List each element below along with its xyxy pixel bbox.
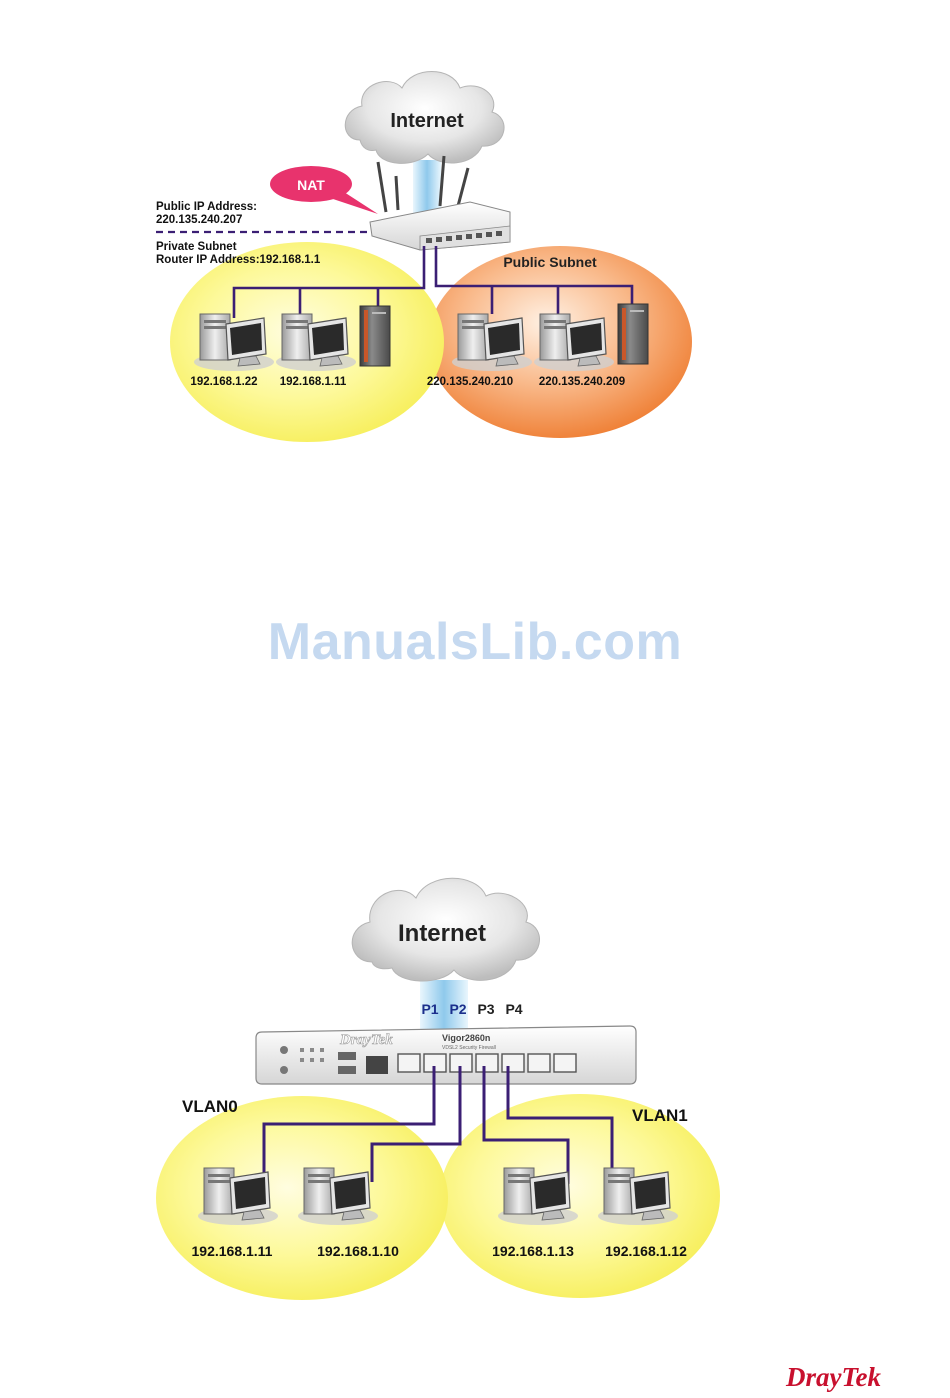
server-icon [617,303,649,365]
public-ip-label: Public IP Address: [156,201,257,213]
workstation-icon [275,313,357,372]
vlan-cables [262,1066,614,1184]
workstation-icon [193,313,275,372]
vlan0-label: VLAN0 [182,1097,238,1116]
workstation-icon [297,1167,379,1226]
workstation-icon [497,1167,579,1226]
diagram-nat: Internet NAT Public IP Address: 220.135.… [156,71,692,442]
router-ip-label: Router IP Address:192.168.1.1 [156,254,321,266]
public-ip-value: 220.135.240.207 [156,214,242,226]
port-label-p3: P3 [477,1001,494,1017]
router-icon [369,155,511,251]
nat-bubble-icon [270,166,378,214]
vlan1-zone [440,1094,720,1298]
host-ip-label: 192.168.1.13 [492,1243,574,1259]
port-label-p4: P4 [505,1001,522,1017]
router-icon [255,1025,637,1085]
host-ip-label: 220.135.240.210 [427,376,513,388]
workstation-icon [533,313,615,372]
router-brand: DrayTek [339,1032,393,1048]
internet-cloud-icon [351,877,540,982]
server-icon [359,305,391,367]
diagram-vlan: Internet P1 P2 P3 P4 DrayTek Vigor2860n … [156,877,720,1300]
internet-uplink [420,980,468,1030]
lan-cables [232,246,634,318]
vlan1-label: VLAN1 [632,1106,688,1125]
draytek-logo: DrayTek [786,1362,881,1392]
vlan0-zone [156,1096,448,1300]
port-label-p2: P2 [449,1001,466,1017]
watermark: ManualsLib.com [267,613,683,671]
public-subnet-label: Public Subnet [503,254,597,270]
nat-label: NAT [297,177,325,193]
host-ip-label: 192.168.1.11 [192,1243,273,1259]
internet-label: Internet [390,110,464,132]
internet-label: Internet [398,920,486,947]
internet-cloud-icon [344,71,505,164]
host-ip-label: 192.168.1.22 [190,376,257,388]
workstation-icon [451,313,533,372]
port-label-p1: P1 [421,1001,438,1017]
host-ip-label: 192.168.1.11 [280,376,347,388]
router-subtitle: VDSL2 Security Firewall [442,1045,496,1051]
router-model: Vigor2860n [442,1033,490,1043]
private-subnet-label: Private Subnet [156,241,237,253]
workstation-icon [597,1167,679,1226]
host-ip-label: 220.135.240.209 [539,376,625,388]
workstation-icon [197,1167,279,1226]
host-ip-label: 192.168.1.12 [605,1243,687,1259]
host-ip-label: 192.168.1.10 [317,1243,399,1259]
